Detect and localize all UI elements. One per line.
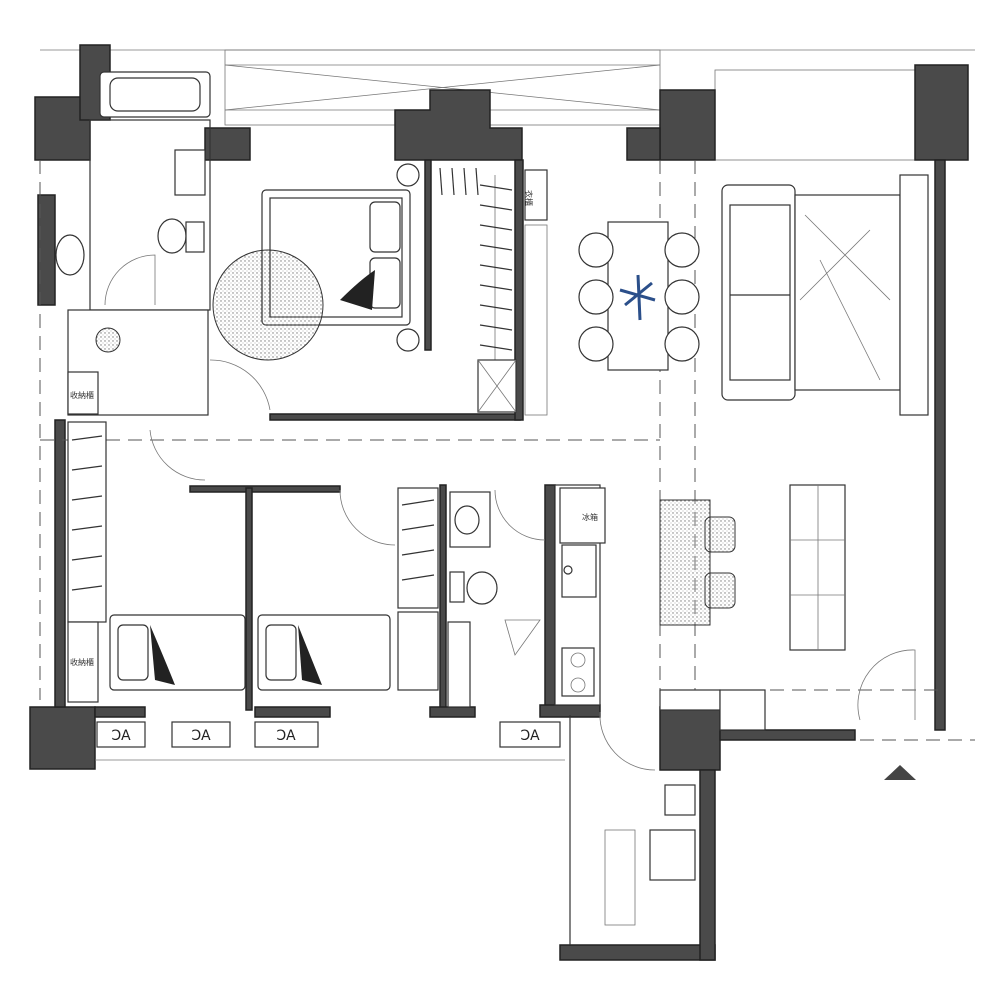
bathroom-top-left <box>55 71 211 311</box>
ac-unit <box>499 721 561 748</box>
round-rug <box>212 249 324 361</box>
living-area <box>721 174 929 721</box>
fridge <box>559 487 606 544</box>
ac-unit <box>96 721 146 748</box>
toilet <box>466 571 498 605</box>
ac-label: AC <box>276 728 295 744</box>
washbasin <box>55 234 85 276</box>
bar-stool <box>704 572 736 609</box>
toilet <box>157 218 187 254</box>
wardrobe-label: 衣櫃 <box>524 190 534 206</box>
structural-walls <box>29 44 969 961</box>
bathroom-middle <box>447 489 546 708</box>
bar-stool <box>704 516 736 553</box>
storage-label-bottom: 收納櫃 <box>70 657 94 667</box>
kitchen-island <box>659 499 711 626</box>
bedrooms-lower <box>109 429 439 691</box>
dining-area <box>578 221 700 371</box>
ac-label: AC <box>520 728 539 744</box>
stove <box>561 647 595 697</box>
kitchen: 冰箱 <box>554 484 766 731</box>
storage-left: 收納櫃 收納櫃 <box>67 309 209 703</box>
ac-unit <box>171 721 231 748</box>
storage-label-top: 收納櫃 <box>70 390 94 400</box>
entrance-triangle-icon <box>884 765 916 780</box>
service-balcony <box>569 711 696 945</box>
fridge-label: 冰箱 <box>582 512 598 522</box>
rug <box>794 194 901 391</box>
wardrobe-hangers <box>439 167 513 360</box>
tv-cabinet <box>899 174 929 416</box>
ac-units: AC AC AC AC <box>95 721 565 761</box>
washing-machine <box>649 829 696 881</box>
ac-label: AC <box>111 728 130 744</box>
master-bedroom: 衣櫃 <box>209 163 548 416</box>
laundry-sink <box>664 784 696 816</box>
ac-label: AC <box>191 728 210 744</box>
ac-unit <box>254 721 319 748</box>
